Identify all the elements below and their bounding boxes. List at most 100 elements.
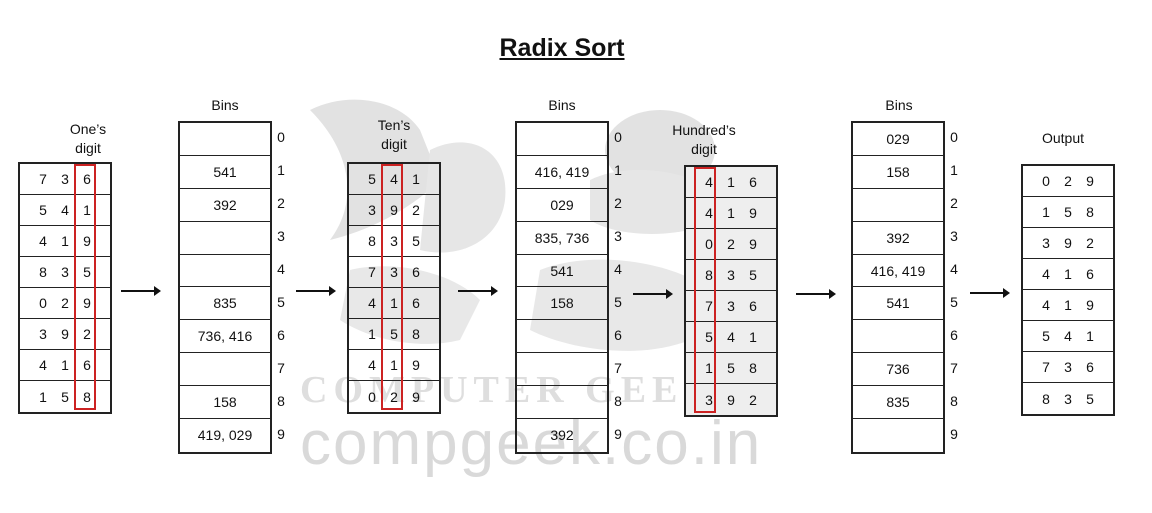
bin-slot (517, 386, 607, 420)
bin-index: 9 (614, 425, 622, 442)
arrow-3 (458, 286, 498, 296)
digit-cell: 1 (61, 357, 69, 373)
bin-index: 8 (950, 392, 958, 409)
digit-cell: 1 (390, 295, 398, 311)
bin-slot (853, 189, 943, 222)
digit-cell: 3 (1064, 390, 1072, 407)
digit-cell: 7 (705, 298, 713, 314)
bins-label-2: Bins (548, 97, 576, 113)
bin-index: 9 (950, 425, 958, 442)
bin-slot: 416, 419 (517, 156, 607, 189)
bin-slot (517, 123, 607, 156)
hundreds-label-line1: Hundred’s (672, 122, 736, 138)
digit-cell: 1 (1064, 297, 1072, 313)
hundreds-label-line2: digit (691, 141, 717, 157)
digit-cell: 3 (390, 233, 398, 249)
bin-index: 3 (950, 228, 958, 245)
digit-cell: 2 (727, 236, 735, 252)
digit-cell: 8 (1042, 390, 1050, 407)
digit-cell: 2 (749, 391, 757, 408)
digit-cell: 5 (1042, 328, 1050, 344)
digit-cell: 1 (1086, 328, 1094, 344)
bin-slot: 158 (517, 287, 607, 321)
bin-index: 9 (277, 425, 285, 442)
digit-cell: 1 (390, 357, 398, 373)
digit-cell: 7 (1042, 359, 1050, 375)
bin-index: 3 (277, 228, 285, 245)
arrow-1 (121, 286, 161, 296)
digit-cell: 1 (61, 233, 69, 249)
bin-slot: 835, 736 (517, 222, 607, 255)
digit-cell: 1 (39, 388, 47, 405)
digit-cell: 1 (727, 174, 735, 190)
digit-cell: 0 (705, 236, 713, 252)
tens-label-line1: Ten’s (377, 117, 411, 133)
digit-cell: 1 (1064, 266, 1072, 282)
digit-cell: 2 (390, 388, 398, 405)
digit-cell: 1 (368, 326, 376, 342)
bin-slot (180, 255, 270, 288)
digit-cell: 4 (1064, 328, 1072, 344)
digit-cell: 6 (1086, 266, 1094, 282)
bin-index: 2 (277, 195, 285, 212)
bin-index: 2 (614, 195, 622, 212)
digit-cell: 5 (83, 264, 91, 280)
digit-cell: 6 (1086, 359, 1094, 375)
digit-cell: 3 (61, 171, 69, 187)
digit-cell: 3 (727, 298, 735, 314)
digit-cell: 3 (368, 202, 376, 218)
digit-cell: 4 (61, 202, 69, 218)
digit-cell: 9 (412, 357, 420, 373)
digit-cell: 8 (1086, 204, 1094, 220)
bin-index: 6 (277, 326, 285, 343)
digit-cell: 0 (39, 295, 47, 311)
digit-cell: 8 (412, 326, 420, 342)
bin-slot: 736, 416 (180, 320, 270, 354)
bin-index: 0 (950, 129, 958, 146)
digit-cell: 3 (61, 264, 69, 280)
ones-digit-label: One’s digit (58, 120, 118, 158)
digit-cell: 9 (412, 388, 420, 405)
digit-cell: 1 (83, 202, 91, 218)
digit-cell: 5 (390, 326, 398, 342)
digit-cell: 9 (390, 202, 398, 218)
bin-index: 2 (950, 195, 958, 212)
digit-cell: 9 (749, 236, 757, 252)
digit-cell: 5 (39, 202, 47, 218)
digit-cell: 4 (727, 329, 735, 345)
digit-cell: 6 (83, 357, 91, 373)
digit-cell: 4 (39, 233, 47, 249)
bin-slot: 392 (853, 222, 943, 255)
bin-index: 7 (950, 359, 958, 376)
hundreds-digit-label: Hundred’s digit (664, 121, 744, 159)
digit-cell: 4 (705, 205, 713, 221)
digit-cell: 9 (61, 326, 69, 342)
digit-cell: 6 (749, 174, 757, 190)
digit-cell: 6 (83, 171, 91, 187)
bin-slot: 419, 029 (197, 427, 253, 444)
bin-slot: 158 (853, 156, 943, 189)
digit-cell: 5 (1086, 390, 1094, 407)
digit-cell: 9 (1086, 297, 1094, 313)
digit-cell: 1 (1042, 204, 1050, 220)
bin-index: 6 (614, 326, 622, 343)
bin-slot: 736 (853, 353, 943, 387)
digit-cell: 8 (39, 264, 47, 280)
bin-slot: 392 (180, 189, 270, 222)
